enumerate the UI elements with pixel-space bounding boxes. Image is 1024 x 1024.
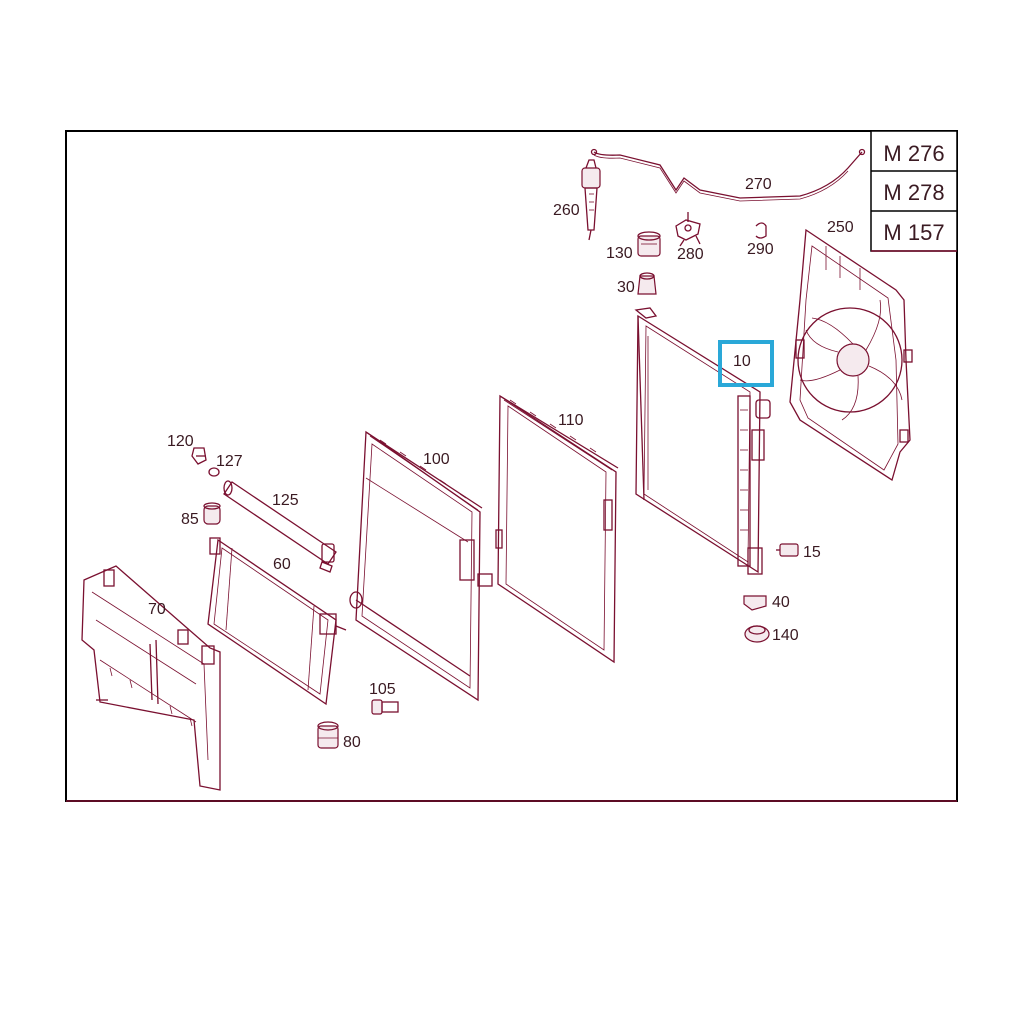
label-127: 127: [216, 453, 243, 470]
label-80: 80: [343, 734, 361, 751]
label-260: 260: [553, 202, 580, 219]
label-125: 125: [272, 492, 299, 509]
label-110: 110: [558, 412, 584, 429]
model-code-1: M 276: [883, 141, 944, 166]
highlight-box: [718, 340, 774, 387]
part-15-sensor[interactable]: [776, 543, 799, 557]
label-130: 130: [606, 245, 633, 262]
part-120-clip[interactable]: [191, 447, 207, 465]
label-85: 85: [181, 511, 199, 528]
part-250-fan-shroud[interactable]: [789, 228, 913, 482]
part-270-hose[interactable]: [590, 148, 866, 202]
part-140-grommet[interactable]: [744, 625, 770, 643]
part-70-carrier[interactable]: [81, 565, 221, 791]
part-290-clip[interactable]: [755, 222, 767, 239]
label-40: 40: [772, 594, 790, 611]
part-260-sensor[interactable]: [581, 159, 601, 241]
part-80-mount[interactable]: [317, 721, 339, 749]
part-280-valve[interactable]: [675, 212, 701, 247]
label-105: 105: [369, 681, 396, 698]
model-code-3: M 157: [883, 220, 944, 245]
part-100-condenser[interactable]: [349, 430, 493, 702]
label-290: 290: [747, 241, 774, 258]
label-15: 15: [803, 544, 821, 561]
label-60: 60: [273, 556, 291, 573]
part-105-bolt[interactable]: [371, 699, 399, 715]
label-250: 250: [827, 219, 854, 236]
label-270: 270: [745, 176, 772, 193]
label-70: 70: [148, 601, 166, 618]
model-code-table: M 276 M 278 M 157: [870, 130, 958, 252]
part-85-bushing[interactable]: [203, 502, 221, 525]
part-130-cap[interactable]: [637, 231, 661, 257]
label-280: 280: [677, 246, 704, 263]
part-110-frame[interactable]: [495, 394, 619, 664]
part-127-washer[interactable]: [208, 467, 220, 477]
label-30: 30: [617, 279, 635, 296]
diagram-frame: [65, 130, 958, 802]
part-40-bracket[interactable]: [743, 595, 767, 611]
label-120: 120: [167, 433, 194, 450]
part-30-cap[interactable]: [637, 272, 657, 295]
part-125-tube[interactable]: [223, 480, 337, 573]
label-140: 140: [772, 627, 799, 644]
label-100: 100: [423, 451, 450, 468]
model-code-2: M 278: [883, 180, 944, 205]
part-10-radiator[interactable]: [634, 307, 771, 575]
label-10: 10: [733, 353, 751, 370]
part-60-cooler[interactable]: [207, 537, 347, 706]
